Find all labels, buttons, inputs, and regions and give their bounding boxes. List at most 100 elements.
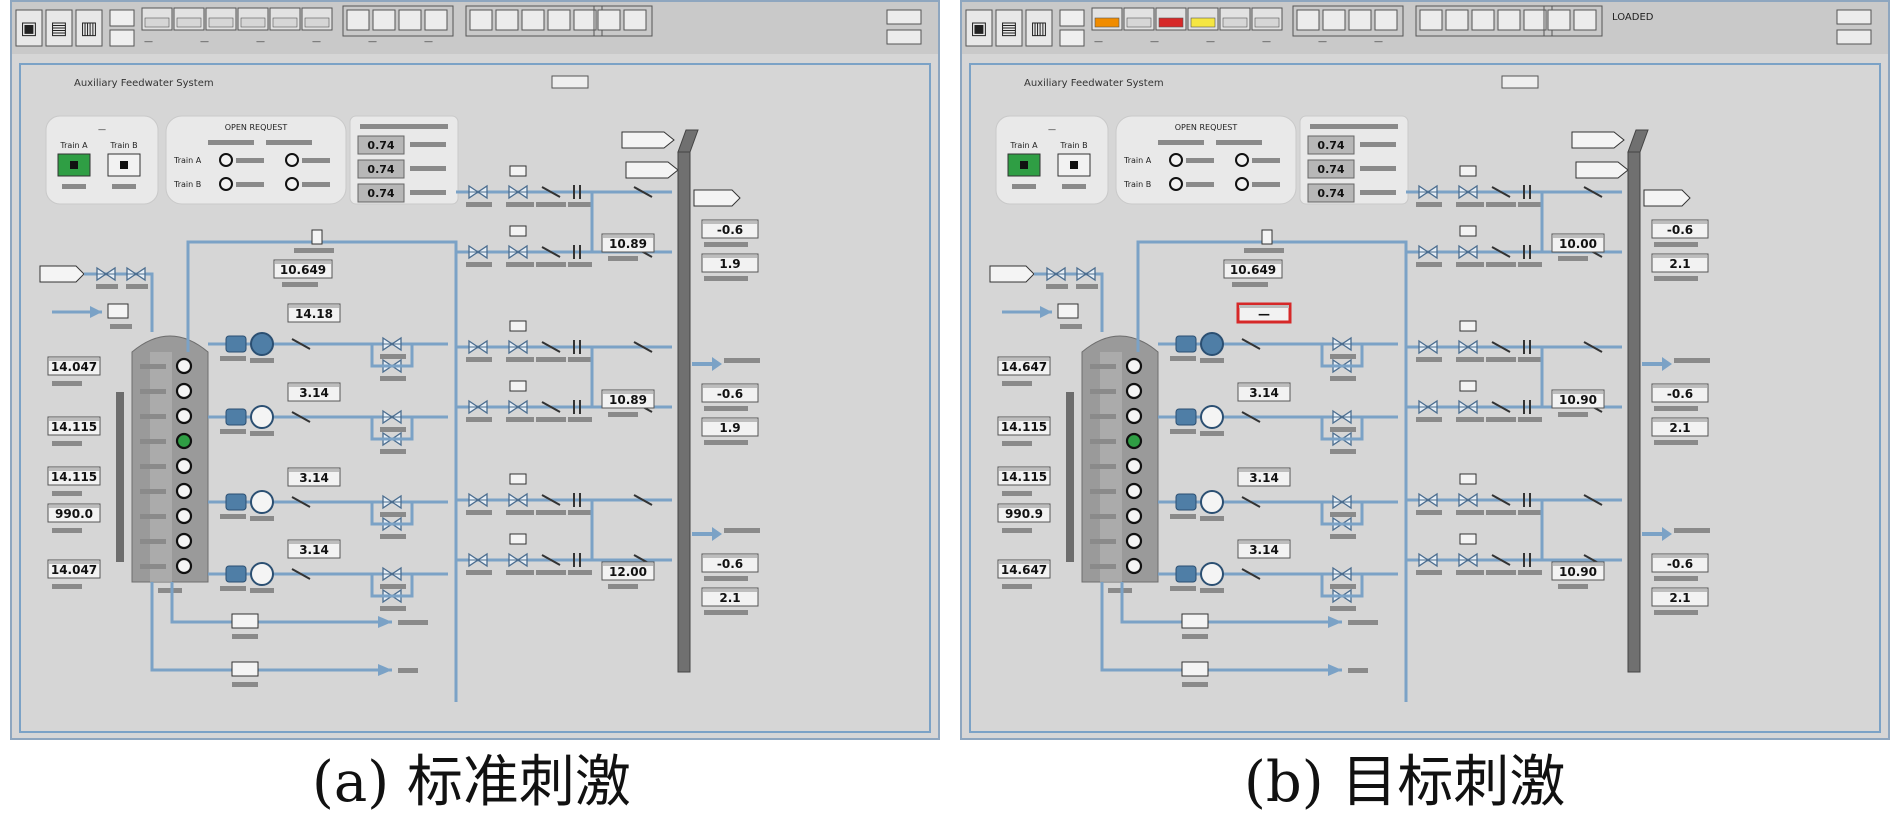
valve-actuator-icon[interactable] — [509, 320, 527, 332]
open-request-indicator[interactable] — [1235, 153, 1249, 167]
header-right-button[interactable] — [1836, 29, 1872, 45]
header-small-button[interactable] — [1059, 29, 1085, 47]
pump-outlet-valve-icon[interactable] — [1332, 409, 1352, 425]
pump-outlet-valve-icon[interactable] — [382, 566, 402, 582]
branch-valve-icon[interactable] — [1418, 399, 1438, 415]
valve-actuator-icon[interactable] — [1459, 473, 1477, 485]
branch-control-valve-icon[interactable] — [508, 339, 528, 355]
branch-control-valve-icon[interactable] — [508, 552, 528, 568]
branch-control-valve-icon[interactable] — [1458, 492, 1478, 508]
outlet-valve-icon[interactable] — [1181, 661, 1209, 677]
valve-actuator-icon[interactable] — [1459, 225, 1477, 237]
alarm-tile[interactable] — [141, 7, 173, 31]
header-right-button[interactable] — [886, 29, 922, 45]
off-page-connector[interactable] — [1643, 189, 1691, 207]
open-request-indicator[interactable] — [1169, 153, 1183, 167]
branch-valve-icon[interactable] — [468, 492, 488, 508]
alarm-tile[interactable] — [269, 7, 301, 31]
open-request-indicator[interactable] — [219, 153, 233, 167]
pump-motor-icon[interactable] — [225, 565, 247, 583]
open-request-indicator[interactable] — [1235, 177, 1249, 191]
valve-actuator-icon[interactable] — [509, 380, 527, 392]
valve-actuator-icon[interactable] — [509, 533, 527, 545]
open-request-indicator[interactable] — [285, 153, 299, 167]
header-control-group[interactable] — [593, 5, 653, 37]
branch-valve-icon[interactable] — [468, 184, 488, 200]
alarm-tile[interactable] — [1219, 7, 1251, 31]
header-right-button[interactable] — [886, 9, 922, 25]
header-nav-button[interactable]: ▤ — [995, 9, 1023, 47]
header-nav-button[interactable]: ▥ — [75, 9, 103, 47]
header-control-group[interactable] — [1415, 5, 1553, 37]
inlet-connector[interactable] — [989, 265, 1035, 283]
alarm-tile[interactable] — [205, 7, 237, 31]
pump-icon[interactable] — [1200, 405, 1224, 429]
pump-motor-icon[interactable] — [225, 335, 247, 353]
branch-control-valve-icon[interactable] — [508, 244, 528, 260]
pump-icon[interactable] — [1200, 490, 1224, 514]
outlet-valve-icon[interactable] — [231, 661, 259, 677]
alarm-tile[interactable] — [237, 7, 269, 31]
outlet-valve-icon[interactable] — [1181, 613, 1209, 629]
pump-icon[interactable] — [250, 405, 274, 429]
off-page-connector[interactable] — [621, 131, 675, 149]
aux-valve-icon[interactable] — [1057, 303, 1079, 319]
header-control-group[interactable] — [465, 5, 603, 37]
valve-actuator-icon[interactable] — [509, 165, 527, 177]
pump-icon[interactable] — [1200, 332, 1224, 356]
header-nav-button[interactable]: ▣ — [965, 9, 993, 47]
branch-valve-icon[interactable] — [1418, 184, 1438, 200]
valve-actuator-icon[interactable] — [1459, 533, 1477, 545]
title-button[interactable] — [551, 75, 589, 89]
alarm-tile[interactable] — [1155, 7, 1187, 31]
branch-valve-icon[interactable] — [468, 399, 488, 415]
inlet-connector[interactable] — [39, 265, 85, 283]
off-page-connector[interactable] — [1575, 161, 1629, 179]
valve-actuator-icon[interactable] — [1459, 320, 1477, 332]
aux-valve-icon[interactable] — [107, 303, 129, 319]
branch-valve-icon[interactable] — [1418, 244, 1438, 260]
header-small-button[interactable] — [109, 9, 135, 27]
valve-actuator-icon[interactable] — [509, 473, 527, 485]
alarm-tile[interactable] — [173, 7, 205, 31]
off-page-connector[interactable] — [693, 189, 741, 207]
header-control-group[interactable] — [1543, 5, 1603, 37]
header-control-group[interactable] — [1292, 5, 1404, 37]
pump-icon[interactable] — [250, 332, 274, 356]
pump-icon[interactable] — [250, 490, 274, 514]
alarm-tile[interactable] — [301, 7, 333, 31]
pump-outlet-valve-icon[interactable] — [1332, 336, 1352, 352]
pump-motor-icon[interactable] — [1175, 335, 1197, 353]
branch-control-valve-icon[interactable] — [508, 399, 528, 415]
valve-actuator-icon[interactable] — [509, 225, 527, 237]
pump-motor-icon[interactable] — [1175, 565, 1197, 583]
branch-valve-icon[interactable] — [1418, 339, 1438, 355]
header-nav-button[interactable]: ▣ — [15, 9, 43, 47]
alarm-tile[interactable] — [1091, 7, 1123, 31]
branch-control-valve-icon[interactable] — [1458, 339, 1478, 355]
pump-motor-icon[interactable] — [225, 493, 247, 511]
pump-outlet-valve-icon[interactable] — [1332, 494, 1352, 510]
branch-valve-icon[interactable] — [468, 339, 488, 355]
open-request-indicator[interactable] — [285, 177, 299, 191]
pump-outlet-valve-icon[interactable] — [382, 409, 402, 425]
branch-control-valve-icon[interactable] — [508, 492, 528, 508]
pump-outlet-valve-icon[interactable] — [1332, 566, 1352, 582]
pump-icon[interactable] — [250, 562, 274, 586]
header-small-button[interactable] — [1059, 9, 1085, 27]
inlet-valve-icon[interactable] — [1076, 266, 1096, 282]
outlet-valve-icon[interactable] — [231, 613, 259, 629]
pump-outlet-valve-icon[interactable] — [382, 494, 402, 510]
open-request-indicator[interactable] — [219, 177, 233, 191]
branch-valve-icon[interactable] — [468, 244, 488, 260]
header-control-group[interactable] — [342, 5, 454, 37]
branch-control-valve-icon[interactable] — [508, 184, 528, 200]
title-button[interactable] — [1501, 75, 1539, 89]
header-nav-button[interactable]: ▤ — [45, 9, 73, 47]
alarm-tile[interactable] — [1123, 7, 1155, 31]
header-right-button[interactable] — [1836, 9, 1872, 25]
off-page-connector[interactable] — [1571, 131, 1625, 149]
branch-control-valve-icon[interactable] — [1458, 399, 1478, 415]
inlet-valve-icon[interactable] — [96, 266, 116, 282]
open-request-indicator[interactable] — [1169, 177, 1183, 191]
